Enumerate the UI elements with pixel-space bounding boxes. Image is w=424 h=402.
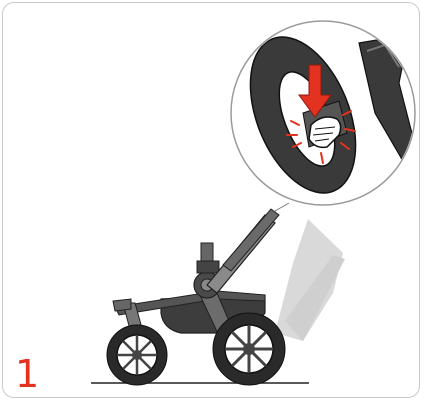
stroller-illustration [3, 3, 420, 398]
zoom-detail [230, 21, 417, 208]
instruction-panel: 1 [2, 2, 420, 398]
front-wheel [107, 325, 167, 385]
step-number: 1 [15, 355, 39, 393]
rear-wheel [213, 313, 285, 385]
